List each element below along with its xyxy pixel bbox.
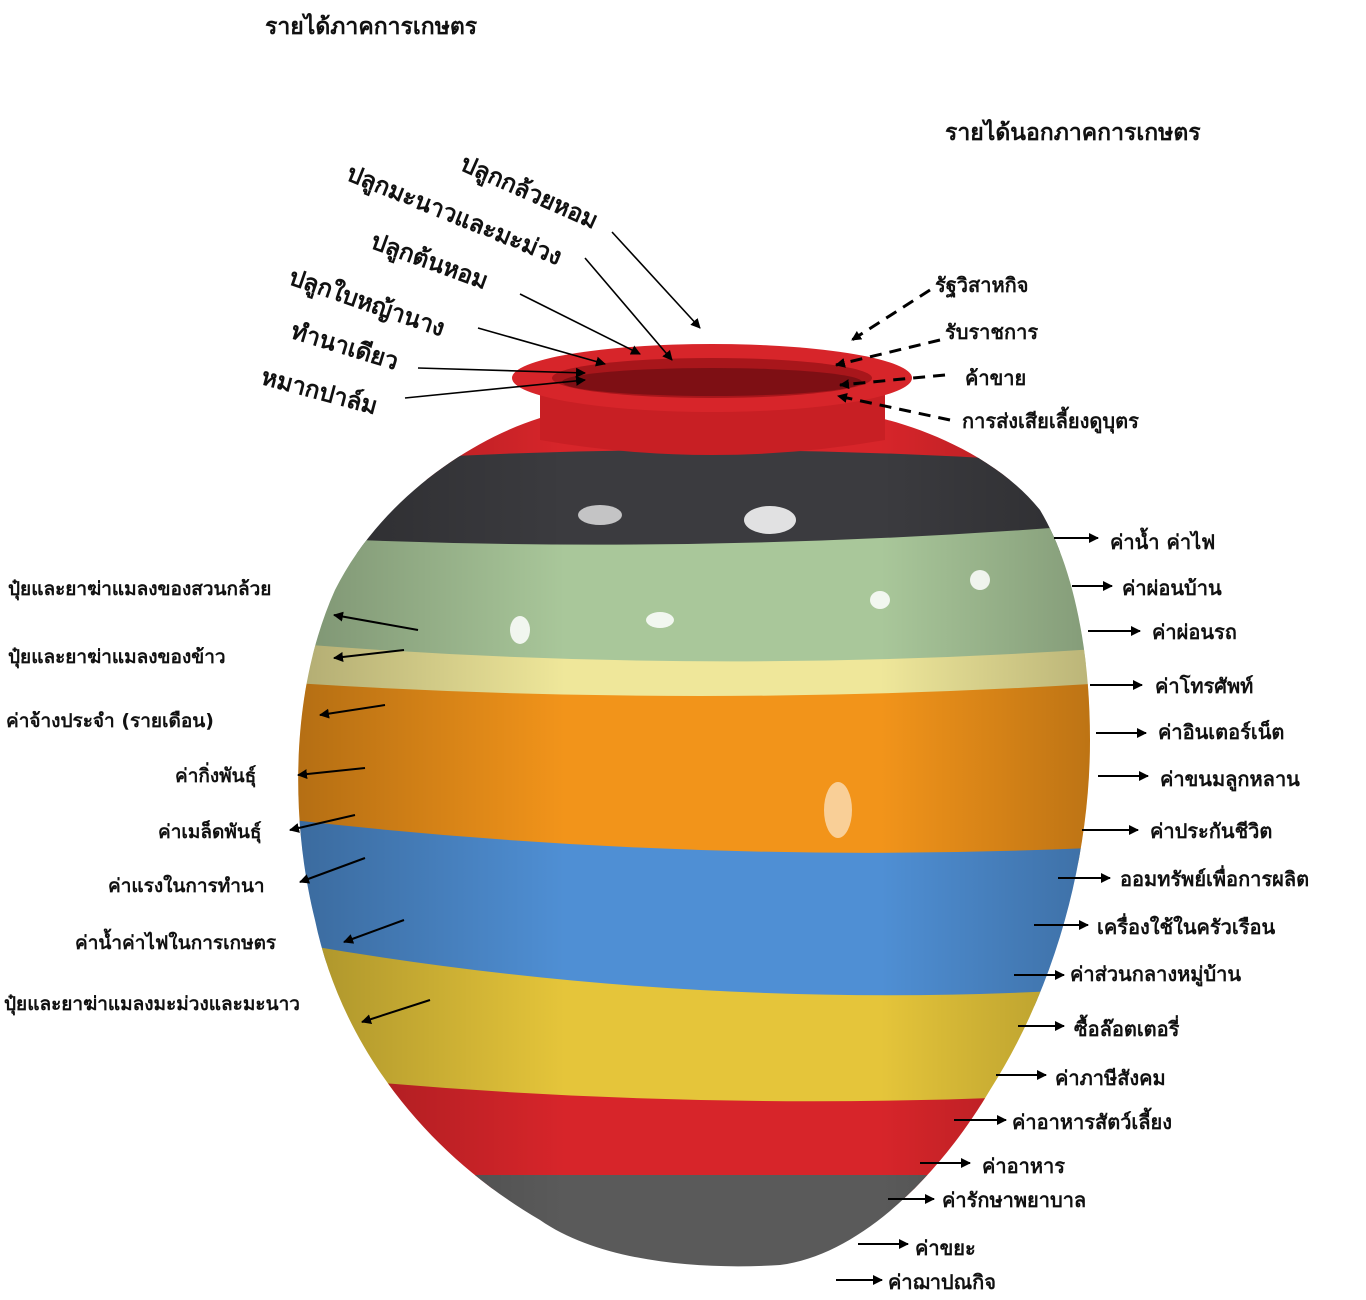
- farm-expense-monthly-wage: ค่าจ้างประจำ (รายเดือน): [6, 712, 214, 731]
- farm-expense-utilities: ค่าน้ำค่าไฟในการเกษตร: [75, 934, 276, 953]
- farm-income-title: รายได้ภาคการเกษตร: [265, 16, 477, 39]
- household-expense-kids-snacks: ค่าขนมลูกหลาน: [1160, 769, 1300, 789]
- nonfarm-income-pointer-1: [836, 340, 940, 365]
- farm-expense-banana-fertilizer: ปุ๋ยและยาฆ่าแมลงของสวนกล้วย: [8, 580, 271, 599]
- nonfarm-income-state-enterprise: รัฐวิสาหกิจ: [935, 275, 1028, 295]
- household-expense-funeral-fund: ค่าฌาปณกิจ: [888, 1272, 996, 1292]
- nonfarm-income-trade: ค้าขาย: [965, 368, 1026, 388]
- household-expense-kitchenware: เครื่องใช้ในครัวเรือน: [1097, 917, 1275, 937]
- farm-income-pointer-1: [585, 258, 672, 360]
- household-expense-garbage: ค่าขยะ: [915, 1238, 976, 1258]
- household-expense-lottery: ซื้อล๊อตเตอรี่: [1074, 1019, 1179, 1039]
- household-expense-house-payment: ค่าผ่อนบ้าน: [1122, 578, 1222, 598]
- household-expense-medical: ค่ารักษาพยาบาล: [942, 1190, 1086, 1210]
- farm-expense-rice-fertilizer: ปุ๋ยและยาฆ่าแมลงของข้าว: [8, 648, 226, 667]
- household-expense-water-electricity: ค่าน้ำ ค่าไฟ: [1110, 532, 1215, 552]
- farm-income-pointer-0: [612, 232, 700, 328]
- farm-expense-cuttings: ค่ากิ่งพันธุ์: [175, 767, 256, 786]
- household-expense-life-insurance: ค่าประกันชีวิต: [1150, 821, 1272, 841]
- farm-income-pointer-3: [478, 328, 605, 364]
- farm-expense-mango-lime-fertilizer: ปุ๋ยและยาฆ่าแมลงมะม่วงและมะนาว: [4, 995, 300, 1014]
- household-expense-social-tax: ค่าภาษีสังคม: [1055, 1068, 1166, 1088]
- nonfarm-income-title: รายได้นอกภาคการเกษตร: [945, 122, 1201, 145]
- household-expense-savings: ออมทรัพย์เพื่อการผลิต: [1120, 869, 1309, 889]
- nonfarm-income-civil-service: รับราชการ: [945, 322, 1038, 342]
- household-expense-pet-food: ค่าอาหารสัตว์เลี้ยง: [1012, 1112, 1172, 1132]
- farm-expense-seeds: ค่าเมล็ดพันธุ์: [158, 823, 262, 842]
- nonfarm-income-pointer-0: [852, 290, 930, 340]
- farm-expense-rice-labor: ค่าแรงในการทำนา: [108, 877, 265, 896]
- household-expense-village-fee: ค่าส่วนกลางหมู่บ้าน: [1070, 964, 1241, 984]
- household-expense-internet: ค่าอินเตอร์เน็ต: [1158, 722, 1284, 742]
- household-expense-food: ค่าอาหาร: [982, 1156, 1065, 1176]
- household-expense-phone: ค่าโทรศัพท์: [1155, 676, 1253, 696]
- household-expense-car-payment: ค่าผ่อนรถ: [1152, 622, 1237, 642]
- nonfarm-income-child-support: การส่งเสียเลี้ยงดูบุตร: [962, 411, 1139, 431]
